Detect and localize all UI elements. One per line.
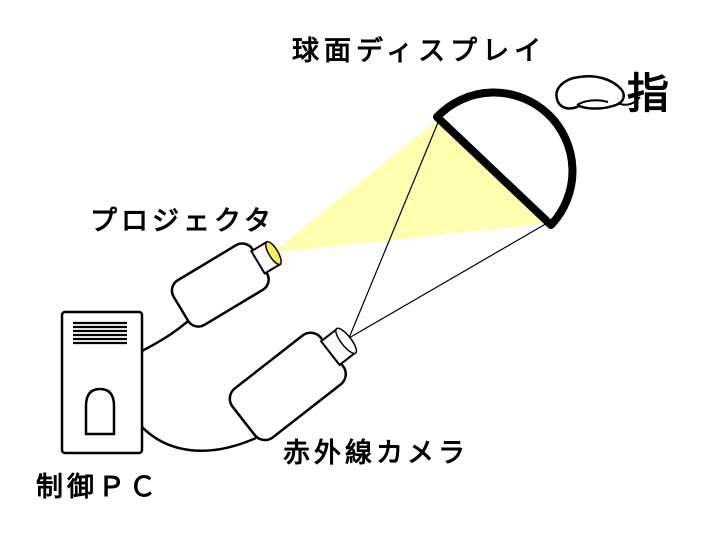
- pc-door: [84, 387, 116, 436]
- ir-camera: [228, 327, 358, 442]
- projector-lens-glow: [264, 240, 282, 266]
- control-pc-tower: [60, 310, 144, 455]
- spherical-display-shape: [433, 88, 577, 229]
- hand-edge-line: [617, 96, 641, 106]
- projector: [170, 240, 282, 328]
- camera-sightline-bottom: [348, 221, 550, 339]
- label-projector: プロジェクタ: [90, 206, 275, 237]
- camera-sightline-top: [348, 119, 440, 339]
- control-pc: [60, 310, 144, 455]
- label-control-pc: 制御ＰＣ: [36, 472, 160, 503]
- ir-camera-lens-face: [335, 327, 358, 355]
- pc-vent-lines: [73, 321, 127, 345]
- projection-beam: [272, 119, 549, 253]
- finger-fold-line: [576, 99, 609, 106]
- label-ir-camera: 赤外線カメラ: [283, 437, 469, 469]
- label-finger: 指: [627, 69, 669, 118]
- cable-pc-camera: [140, 425, 257, 452]
- label-spherical-display: 球面ディスプレイ: [292, 35, 546, 67]
- finger: [555, 75, 641, 110]
- finger-shape: [555, 75, 625, 110]
